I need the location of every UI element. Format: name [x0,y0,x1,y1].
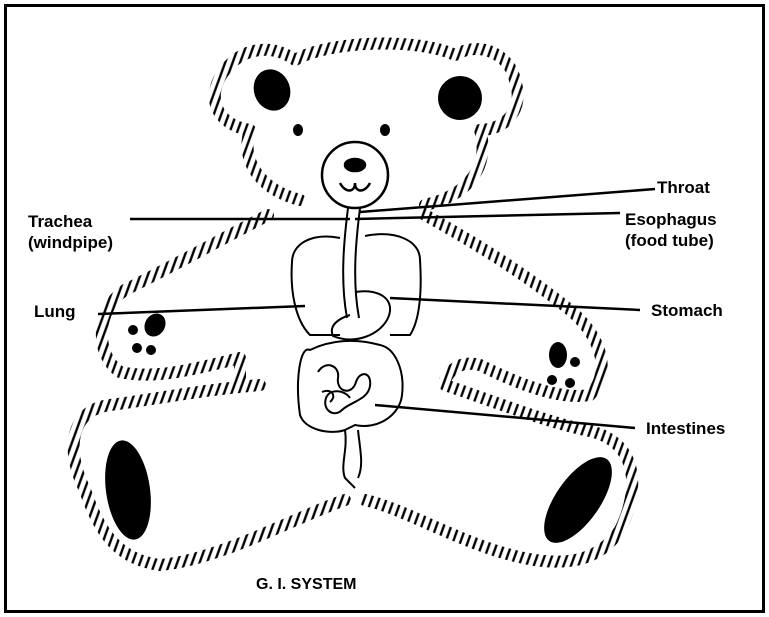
esophagus-label-line2: (food tube) [625,230,717,251]
bear-head-outline [215,44,518,205]
stomach-label: Stomach [651,300,723,321]
esophagus-label: Esophagus (food tube) [625,209,717,251]
rectum [343,430,361,488]
stomach-organ [332,291,390,339]
right-ear-patch [433,71,487,125]
right-lung [365,234,421,335]
left-lung [292,237,340,335]
large-intestine [298,341,402,432]
throat-line [360,189,655,212]
esophagus-label-line1: Esophagus [625,209,717,230]
left-eye [293,124,303,136]
trachea-label-line1: Trachea [28,211,113,232]
bear-features [99,64,624,553]
lung-label: Lung [34,301,76,322]
throat-label: Throat [657,177,710,198]
bear-right-arm-outline [425,215,602,396]
trachea-label: Trachea (windpipe) [28,211,113,253]
lung-line [98,306,305,314]
gi-organs [292,208,421,488]
small-intestine [318,365,370,413]
bear-left-arm-outline [102,215,268,380]
right-eye [380,124,390,136]
bear-snout [322,142,388,208]
left-ear-patch [248,64,296,116]
right-paw-pad [549,342,567,368]
trachea-label-line2: (windpipe) [28,232,113,253]
diagram-caption: G. I. SYSTEM [256,574,356,595]
intestines-label: Intestines [646,418,725,439]
stomach-line [390,298,640,310]
esophagus-line [355,213,620,219]
esophagus-tube [343,208,360,318]
left-paw-pad [140,310,169,341]
